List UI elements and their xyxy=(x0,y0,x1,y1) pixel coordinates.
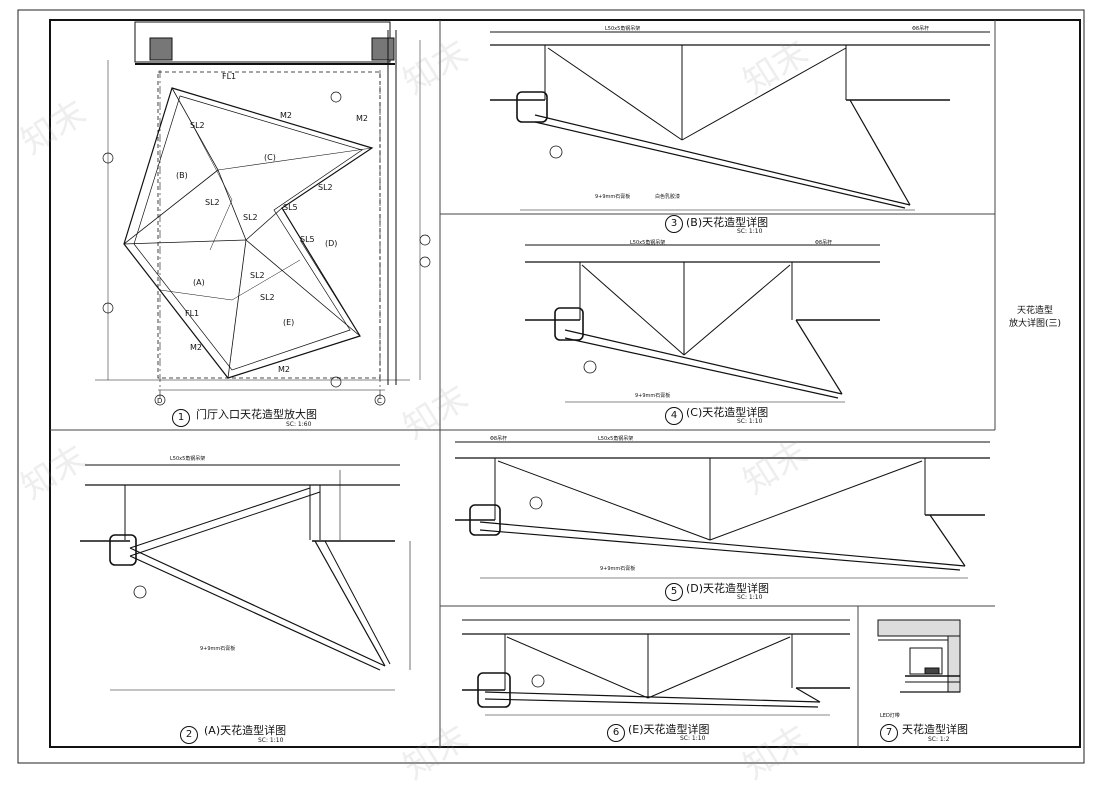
note-steel: L50x5角钢吊架 xyxy=(605,25,640,32)
plan-grid-left: D xyxy=(157,397,162,405)
section-notes: L50x5角钢吊架 L50x5角钢吊架 L50x5角钢吊架 L50x5角钢吊架 … xyxy=(170,25,929,719)
drawing-sheet: D C (A) (B) (C) (D) (E) FL1 FL1 M2 M2 M2… xyxy=(17,9,1085,764)
sheet-title-line-2: 放大详图(三) xyxy=(1008,319,1062,329)
plan-tag: M2 xyxy=(278,365,290,374)
plan-text: D C (A) (B) (C) (D) (E) FL1 FL1 M2 M2 M2… xyxy=(157,72,382,405)
plan-drawing xyxy=(95,21,431,406)
detail-scale: SC: 1:60 xyxy=(286,421,312,428)
detail-number: 5 xyxy=(665,583,683,601)
plan-region-e: (E) xyxy=(283,318,294,327)
detail-number: 2 xyxy=(180,726,198,744)
note-board: 9+9mm石膏板 xyxy=(635,392,670,399)
plan-tag: SL2 xyxy=(243,213,258,222)
panel-dividers xyxy=(50,20,996,747)
note-rod: Φ8吊杆 xyxy=(815,239,832,246)
section-e-drawing xyxy=(462,619,850,716)
plan-tag: SL2 xyxy=(205,198,220,207)
plan-region-d: (D) xyxy=(325,239,337,248)
detail-number: 3 xyxy=(665,215,683,233)
detail-number: 7 xyxy=(880,724,898,742)
detail-scale: SC: 1:10 xyxy=(737,418,763,425)
detail-title: (B)天花造型详图 xyxy=(686,216,769,229)
detail-number: 4 xyxy=(665,407,683,425)
note-board: 9+9mm石膏板 xyxy=(595,193,630,200)
plan-tag: M2 xyxy=(280,111,292,120)
detail-scale: SC: 1:10 xyxy=(680,735,706,742)
detail-title: 天花造型详图 xyxy=(902,723,968,736)
plan-grid-right: C xyxy=(377,397,382,405)
plan-tag: SL2 xyxy=(190,121,205,130)
detail-number: 1 xyxy=(172,409,190,427)
sheet-title-line-1: 天花造型 xyxy=(1016,306,1053,316)
detail-title: (D)天花造型详图 xyxy=(686,582,770,595)
detail-scale: SC: 1:10 xyxy=(258,737,284,744)
plan-tag: FL1 xyxy=(185,309,199,318)
plan-tag: SL2 xyxy=(260,293,275,302)
section-b-drawing xyxy=(490,31,990,211)
plan-tag: FL1 xyxy=(222,72,236,81)
note-rod: Φ8吊杆 xyxy=(490,435,507,442)
plan-tag: SL2 xyxy=(318,183,333,192)
note-steel: L50x5角钢吊架 xyxy=(170,455,205,462)
detail-title: 门厅入口天花造型放大图 xyxy=(196,408,317,421)
detail-scale: SC: 1:2 xyxy=(928,736,950,743)
note-steel: L50x5角钢吊架 xyxy=(630,239,665,246)
note-light: LED灯带 xyxy=(880,712,900,719)
note-board: 9+9mm石膏板 xyxy=(200,645,235,652)
detail-scale: SC: 1:10 xyxy=(737,228,763,235)
plan-region-b: (B) xyxy=(176,171,188,180)
detail-number: 6 xyxy=(607,724,625,742)
detail-7-drawing xyxy=(877,619,961,693)
section-d-drawing xyxy=(455,441,990,579)
plan-tag: SL5 xyxy=(283,203,298,212)
plan-region-a: (A) xyxy=(193,278,205,287)
detail-title: (A)天花造型详图 xyxy=(204,724,287,737)
section-a-drawing xyxy=(80,464,411,691)
note-steel: L50x5角钢吊架 xyxy=(598,435,633,442)
note-rod: Φ8吊杆 xyxy=(912,25,929,32)
note-board: 9+9mm石膏板 xyxy=(600,565,635,572)
section-c-drawing xyxy=(525,244,880,403)
note-paint: 白色乳胶漆 xyxy=(655,193,680,200)
plan-tag: M2 xyxy=(356,114,368,123)
detail-scale: SC: 1:10 xyxy=(737,594,763,601)
sheet-outer-border xyxy=(17,9,1085,764)
plan-tag: SL2 xyxy=(250,271,265,280)
detail-title: (E)天花造型详图 xyxy=(628,723,710,736)
plan-tag: SL5 xyxy=(300,235,315,244)
sheet-title: 天花造型 放大详图(三) xyxy=(1000,305,1070,331)
plan-tag: M2 xyxy=(190,343,202,352)
detail-title: (C)天花造型详图 xyxy=(686,406,769,419)
sheet-inner-border xyxy=(49,19,1081,748)
plan-region-c: (C) xyxy=(264,153,276,162)
